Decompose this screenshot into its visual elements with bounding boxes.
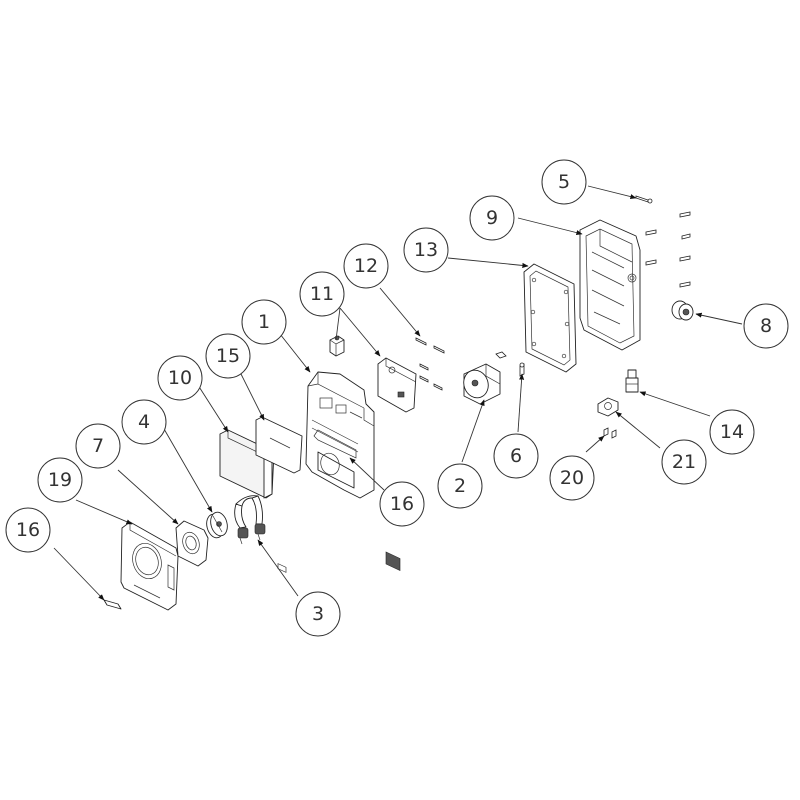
callout-20: 20: [549, 455, 595, 501]
callout-label: 8: [760, 315, 772, 337]
part-inner-frame: [175, 520, 209, 567]
callout-label: 14: [720, 421, 744, 443]
leader-lines: [53, 185, 743, 601]
callout-label: 13: [414, 239, 438, 261]
callout-label: 3: [312, 603, 324, 625]
callout-8: 8: [743, 303, 789, 349]
part-pump-head: [206, 511, 228, 539]
part-gasket: [523, 263, 577, 373]
part-small-label: [103, 599, 122, 610]
part-nut: [597, 397, 619, 417]
callout-12: 12: [343, 243, 389, 289]
callout-1: 1: [241, 299, 287, 345]
callout-label: 1: [258, 311, 270, 333]
callout-21: 21: [661, 439, 707, 485]
callout-label: 12: [354, 255, 378, 277]
callout-label: 2: [454, 475, 466, 497]
callout-13: 13: [403, 227, 449, 273]
part-tube-assembly: [234, 495, 266, 545]
callout-4: 4: [121, 399, 167, 445]
callout-label: 10: [168, 367, 192, 389]
callout-16-housing: 16: [379, 481, 425, 527]
callout-5: 5: [541, 159, 587, 205]
callout-15: 15: [205, 333, 251, 379]
part-cable-gland: [671, 300, 694, 321]
part-front-cover: [120, 521, 179, 611]
callout-7: 7: [75, 423, 121, 469]
callout-label: 15: [216, 345, 240, 367]
callout-label: 5: [558, 171, 570, 193]
part-motor: [463, 351, 507, 405]
part-small-screws-20: [603, 427, 617, 439]
callout-label: 6: [510, 445, 522, 467]
part-rear-box: [579, 219, 641, 351]
callout-label: 4: [138, 411, 150, 433]
callout-14: 14: [709, 409, 755, 455]
callout-label: 11: [310, 283, 334, 305]
callout-6: 6: [493, 433, 539, 479]
callout-label: 9: [486, 207, 498, 229]
callout-3: 3: [295, 591, 341, 637]
callout-16-small-label: 16: [5, 507, 51, 553]
callout-label: 19: [48, 469, 72, 491]
callout-label: 7: [92, 435, 104, 457]
callout-label: 16: [16, 519, 40, 541]
callout-label: 21: [672, 451, 696, 473]
part-circuit-board: [377, 357, 417, 571]
callout-9: 9: [469, 195, 515, 241]
callout-label: 16: [390, 493, 414, 515]
callout-11: 11: [299, 271, 345, 317]
callout-10: 10: [157, 355, 203, 401]
part-fitting: [625, 369, 639, 393]
part-connector: [329, 335, 345, 357]
part-small-screws: [415, 337, 445, 391]
part-screws-5: [635, 195, 691, 288]
callout-2: 2: [437, 463, 483, 509]
callout-label: 20: [560, 467, 584, 489]
part-main-housing: [305, 371, 375, 499]
callout-19: 19: [37, 457, 83, 503]
